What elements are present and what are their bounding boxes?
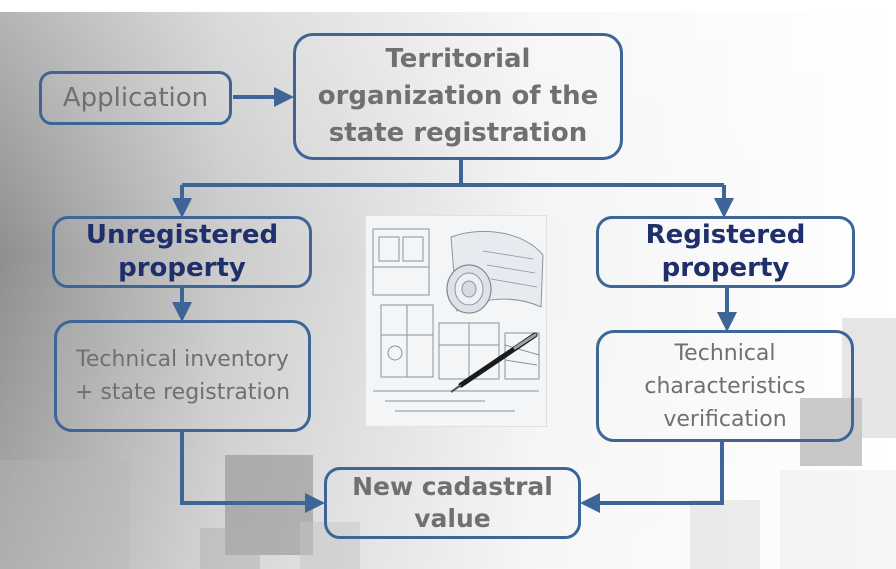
node-application: Application <box>39 71 232 125</box>
node-application-label: Application <box>62 83 209 113</box>
node-technical-inventory-label: Technical inventory + state registration <box>74 347 291 405</box>
node-registered: Registered property <box>596 216 855 288</box>
node-territorial-label: Territorial organization of the state re… <box>317 44 599 148</box>
arrow-characteristics-to-cadastral <box>580 440 724 513</box>
node-new-cadastral-label: New cadastral value <box>352 472 553 533</box>
node-unregistered: Unregistered property <box>52 216 312 288</box>
arrow-inventory-to-cadastral <box>180 430 325 513</box>
node-unregistered-label: Unregistered property <box>85 220 279 283</box>
node-new-cadastral: New cadastral value <box>324 467 581 539</box>
node-territorial: Territorial organization of the state re… <box>293 33 623 160</box>
node-technical-inventory: Technical inventory + state registration <box>54 320 311 432</box>
node-technical-characteristics-label: Technical characteristics verification <box>644 340 806 432</box>
node-registered-label: Registered property <box>645 220 806 283</box>
blueprint-image <box>365 215 547 427</box>
node-technical-characteristics: Technical characteristics verification <box>596 330 854 442</box>
